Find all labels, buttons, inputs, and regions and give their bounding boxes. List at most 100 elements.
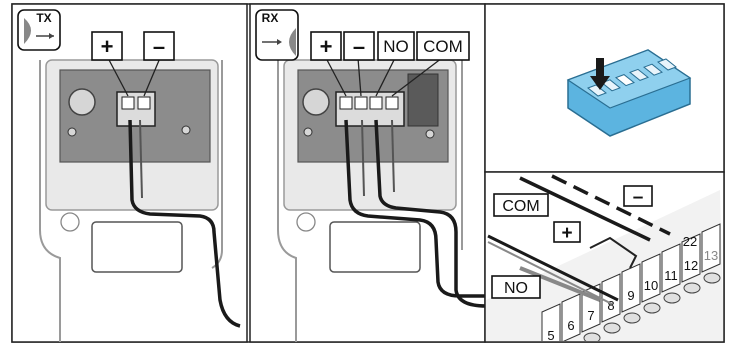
terminal-number: 6 (567, 318, 574, 333)
rx-lens (302, 88, 330, 116)
rx-screw (303, 127, 313, 137)
rx-arrow-head (277, 39, 282, 45)
terminal-cell (661, 243, 681, 293)
rx-pointer-line (375, 57, 396, 97)
rx-badge-label: RX (262, 11, 279, 25)
terminal-cell (641, 253, 661, 303)
rx-com-label: COM (423, 37, 463, 56)
rx-no-box (377, 31, 415, 61)
rx-screw-2 (425, 129, 435, 139)
dip-switch-panel (484, 3, 725, 173)
terminal-number: 13 (704, 248, 718, 263)
rx-badge (255, 9, 299, 61)
rx-pointer-line (391, 57, 443, 97)
minus-label: – (633, 187, 644, 208)
tx-cable-gland (91, 221, 183, 273)
terminal-screw (603, 322, 621, 334)
rx-housing-outline (277, 60, 463, 342)
dip-levers (587, 58, 677, 97)
tx-panel: TX + – (11, 3, 248, 343)
terminal-strip-base (486, 190, 723, 341)
dip-switch-lever (615, 74, 635, 87)
terminal-cell (621, 263, 641, 313)
rx-cable-core-2 (391, 119, 395, 193)
tx-screw-2 (181, 125, 191, 135)
com-label-box (493, 193, 549, 217)
no-wire (519, 266, 601, 302)
terminal-cell (561, 293, 581, 341)
com-wire-shadow (487, 241, 613, 305)
rx-cable-core (361, 119, 365, 197)
rx-plus-box (310, 31, 342, 61)
dip-switch-lever (587, 84, 607, 97)
terminal-cell (701, 223, 721, 273)
com-wire (487, 234, 619, 302)
rx-panel: RX + – NO COM (249, 3, 487, 343)
tx-cable (128, 119, 241, 328)
rx-terminal-slot (339, 96, 353, 110)
tx-mount-hole (60, 212, 80, 232)
rx-pointer-line (325, 57, 347, 97)
tx-badge (17, 9, 61, 51)
tx-terminal-slot (121, 96, 135, 110)
tx-minus-box (143, 31, 175, 61)
tx-plus-box (91, 31, 123, 61)
minus-wire (551, 174, 671, 236)
terminal-number: 9 (627, 288, 634, 303)
terminal-mark: 22 (683, 234, 697, 249)
dip-switch-lever (657, 58, 677, 71)
rx-cable-gland (329, 221, 421, 273)
com-label: COM (502, 198, 539, 215)
terminal-screw (663, 292, 681, 304)
plus-label: + (561, 223, 572, 244)
terminal-number: 7 (587, 308, 594, 323)
rx-minus-label: – (353, 34, 365, 59)
dip-switch-lever (629, 68, 649, 81)
rx-no-label: NO (383, 37, 409, 56)
tx-housing-outline (39, 60, 223, 342)
dip-switch (566, 49, 692, 137)
rx-minus-box (343, 31, 375, 61)
tx-badge-label: TX (36, 11, 51, 25)
terminal-number: 12 (684, 258, 698, 273)
terminal-screw (703, 272, 721, 284)
rx-terminal-slot (354, 96, 368, 110)
tx-arrow-head (49, 33, 54, 39)
terminal-number: 5 (547, 328, 554, 343)
tx-plus-label: + (101, 34, 114, 59)
tx-pointer-line (143, 57, 161, 97)
terminal-screw (683, 282, 701, 294)
jumper-loop (589, 236, 638, 269)
tx-minus-label: – (153, 34, 165, 59)
tx-cable-core (139, 119, 143, 199)
tx-lens (68, 88, 96, 116)
rx-pointer-line (357, 57, 362, 97)
no-label: NO (504, 280, 528, 297)
terminal-screw (623, 312, 641, 324)
down-arrow-icon (590, 58, 610, 90)
plus-wire (519, 176, 651, 242)
terminal-screw (564, 343, 580, 347)
no-label-box (491, 275, 541, 299)
terminal-number: 8 (607, 298, 614, 313)
plus-label-box (553, 221, 581, 243)
tx-transmitter-icon (24, 18, 31, 44)
rx-terminal-slot (369, 96, 383, 110)
terminal-cell (681, 233, 701, 283)
tx-terminal-slot (137, 96, 151, 110)
rx-plus-label: + (320, 34, 333, 59)
terminal-cell (541, 303, 561, 341)
rx-receiver-icon (289, 28, 296, 56)
rx-cable-relay (374, 119, 487, 308)
terminal-number: 11 (664, 268, 678, 283)
rx-terminal-slot (385, 96, 399, 110)
tx-pointer-line (107, 57, 129, 97)
terminal-screw (643, 302, 661, 314)
minus-label-box (623, 185, 653, 207)
rx-com-box (416, 31, 470, 61)
terminal-number: 10 (644, 278, 658, 293)
